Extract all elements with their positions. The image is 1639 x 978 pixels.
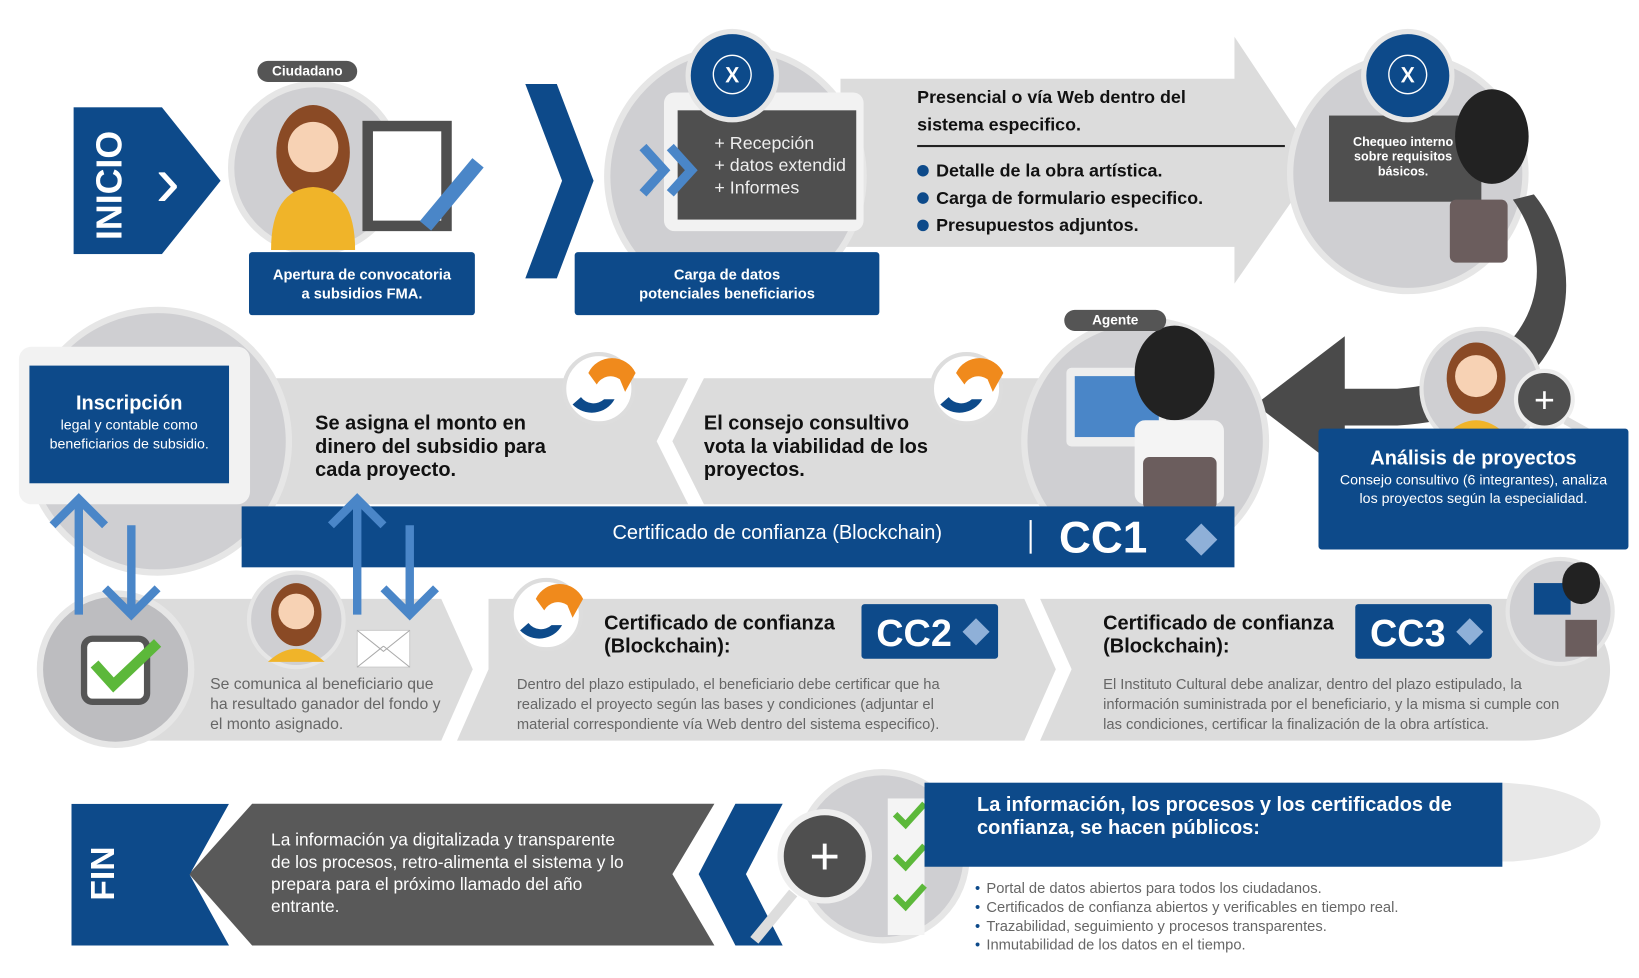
cc2-badge: CC2 ◆ [861, 604, 999, 659]
step-label-carga: Carga de datos potenciales beneficiarios [574, 252, 880, 316]
web-arrow-bullets: Detalle de la obra artística. Carga de f… [917, 158, 1203, 240]
screen-item: + Informes [714, 177, 800, 198]
bullet-item: Inmutabilidad de los datos en el tiempo. [975, 935, 1399, 954]
logo-icon [509, 577, 584, 652]
cc3-title: Certificado de confianza (Blockchain): [1103, 612, 1334, 658]
inscripcion-text: legal y contable como beneficiarios de s… [49, 417, 209, 452]
publico-title: La información, los procesos y los certi… [977, 794, 1452, 840]
logo-icon [929, 351, 1004, 426]
bullet-item: Detalle de la obra artística. [917, 158, 1203, 185]
inicio-label: INICIO [89, 130, 130, 241]
divider [1029, 520, 1032, 554]
cc2-title: Certificado de confianza (Blockchain): [604, 612, 835, 658]
ethereum-icon: ◆ [1456, 609, 1484, 650]
divider [917, 144, 1285, 148]
chevron-icon: › [155, 139, 180, 222]
svg-text:ⓧ: ⓧ [711, 51, 753, 100]
cc1-label: Certificado de confianza (Blockchain) [612, 522, 943, 545]
fin-label: FIN [83, 846, 122, 901]
logo-icon [562, 351, 636, 426]
analisis-box: Análisis de proyectos Consejo consultivo… [1318, 428, 1629, 550]
comunica-text: Se comunica al beneficiario que ha resul… [210, 675, 441, 734]
svg-text:ⓧ: ⓧ [1387, 51, 1429, 100]
cc2-code: CC2 [876, 611, 952, 655]
bullet-item: Presupuestos adjuntos. [917, 212, 1203, 239]
inscripcion-box: Inscripción legal y contable como benefi… [29, 365, 230, 484]
arrow-web [840, 36, 1319, 284]
cc1-code: CC1 [1059, 512, 1148, 563]
fin-text: La información ya digitalizada y transpa… [271, 831, 624, 917]
cc3-code: CC3 [1369, 611, 1446, 655]
bullet-item: Certificados de confianza abiertos y ver… [975, 897, 1398, 916]
screen-list: + Recepción + datos extendid + Informes [714, 132, 853, 198]
monto-text: Se asigna el monto en dinero del subsidi… [315, 412, 546, 482]
cc3-badge: CC3 ◆ [1355, 604, 1492, 659]
bullet-item: Carga de formulario especifico. [917, 185, 1203, 212]
web-arrow-title: Presencial o vía Web dentro del sistema … [917, 87, 1186, 135]
screen-item: + Recepción [714, 133, 815, 154]
cc3-text: El Instituto Cultural debe analizar, den… [1103, 675, 1560, 733]
svg-text:+: + [1534, 380, 1555, 420]
step-label-apertura: Apertura de convocatoria a subsidios FMA… [248, 252, 475, 316]
publico-bullets: Portal de datos abiertos para todos los … [975, 878, 1399, 954]
ethereum-icon: ◆ [962, 609, 990, 650]
analisis-title: Análisis de proyectos [1370, 447, 1577, 470]
svg-text:+: + [809, 827, 840, 886]
screen-chequeo: Chequeo interno sobre requisitos básicos… [1352, 134, 1454, 179]
screen-item: + datos extendid [714, 155, 846, 176]
role-badge-agente: Agente [1064, 309, 1167, 331]
bullet-item: Trazabilidad, seguimiento y procesos tra… [975, 916, 1399, 935]
role-badge-ciudadano: Ciudadano [257, 60, 358, 82]
ethereum-icon: ◆ [1185, 513, 1218, 560]
analisis-text: Consejo consultivo (6 integrantes), anal… [1339, 471, 1608, 507]
bullet-item: Portal de datos abiertos para todos los … [975, 878, 1399, 897]
consejo-text: El consejo consultivo vota la viabilidad… [703, 412, 928, 482]
chevron-icon [525, 84, 594, 279]
cc2-text: Dentro del plazo estipulado, el benefici… [516, 675, 940, 733]
inscripcion-title: Inscripción [75, 392, 183, 415]
